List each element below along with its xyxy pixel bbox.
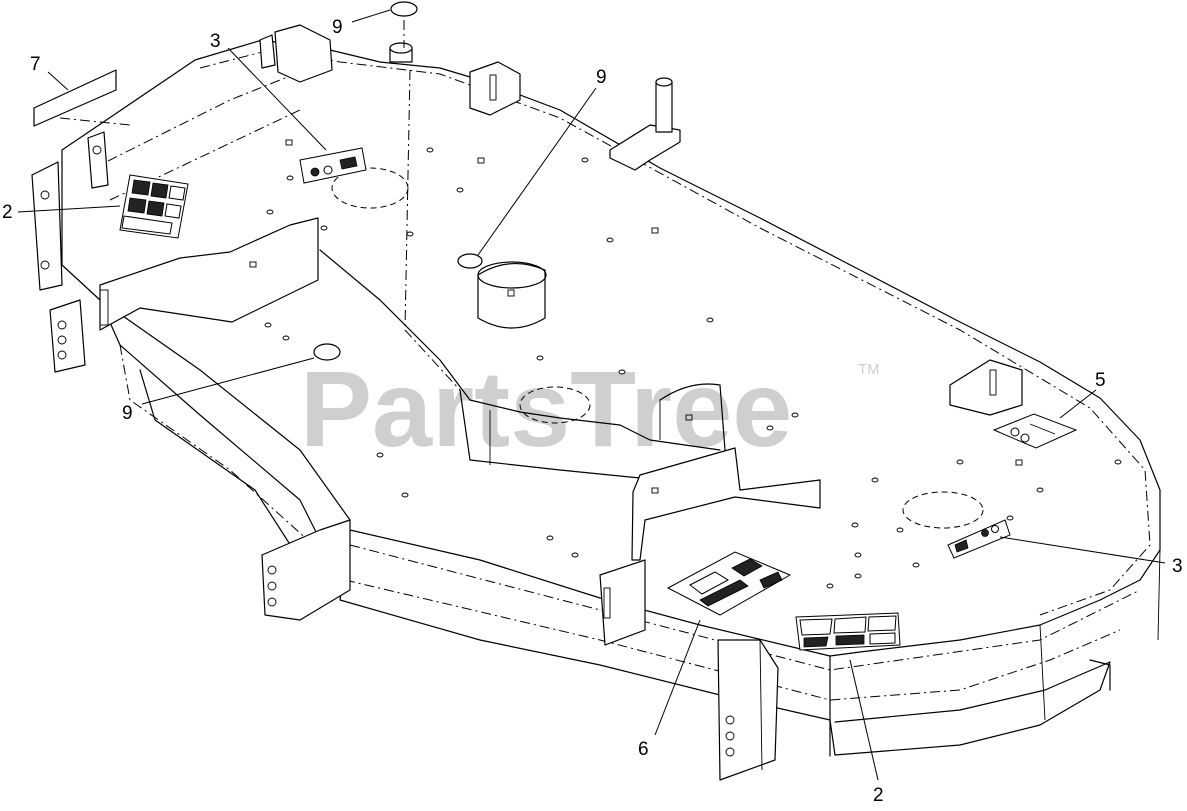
- safety-decal-2-left: [119, 174, 189, 239]
- callout-3-right: 3: [1172, 556, 1183, 577]
- deck-housing: [31, 24, 1161, 781]
- safety-decal-2-right: [795, 612, 901, 651]
- decal-5: [992, 413, 1078, 449]
- center-baffle: [631, 447, 821, 561]
- callout-9-left: 9: [122, 403, 133, 424]
- callout-5: 5: [1095, 370, 1106, 391]
- leader-lines: [17, 9, 1166, 781]
- plug-9-post: [389, 20, 413, 63]
- callout-2-right: 2: [873, 785, 884, 806]
- callout-9-center: 9: [596, 67, 607, 88]
- plug-9-left: [313, 343, 341, 361]
- callout-labels: 7 3 9 9 2 9 5 3 6 2: [2, 17, 1183, 806]
- decal-6: [666, 551, 792, 616]
- left-baffle: [99, 217, 319, 331]
- plug-9-top: [390, 1, 418, 17]
- watermark-trademark: TM: [858, 361, 880, 378]
- decal-3-top: [299, 147, 367, 184]
- callout-2-left: 2: [2, 202, 13, 223]
- decal-strip-7: [33, 69, 117, 127]
- callout-7: 7: [30, 54, 41, 75]
- callout-9-top: 9: [332, 17, 343, 38]
- watermark-text: PartsTree: [300, 348, 792, 469]
- deck-skirt: [339, 529, 1111, 756]
- plug-9-center: [457, 253, 483, 269]
- decal-3-right: [947, 519, 1011, 559]
- callout-6: 6: [638, 739, 649, 760]
- callout-3-top: 3: [210, 31, 221, 52]
- deck-top-outline: [61, 39, 1161, 657]
- rivet-holes: [249, 139, 1122, 589]
